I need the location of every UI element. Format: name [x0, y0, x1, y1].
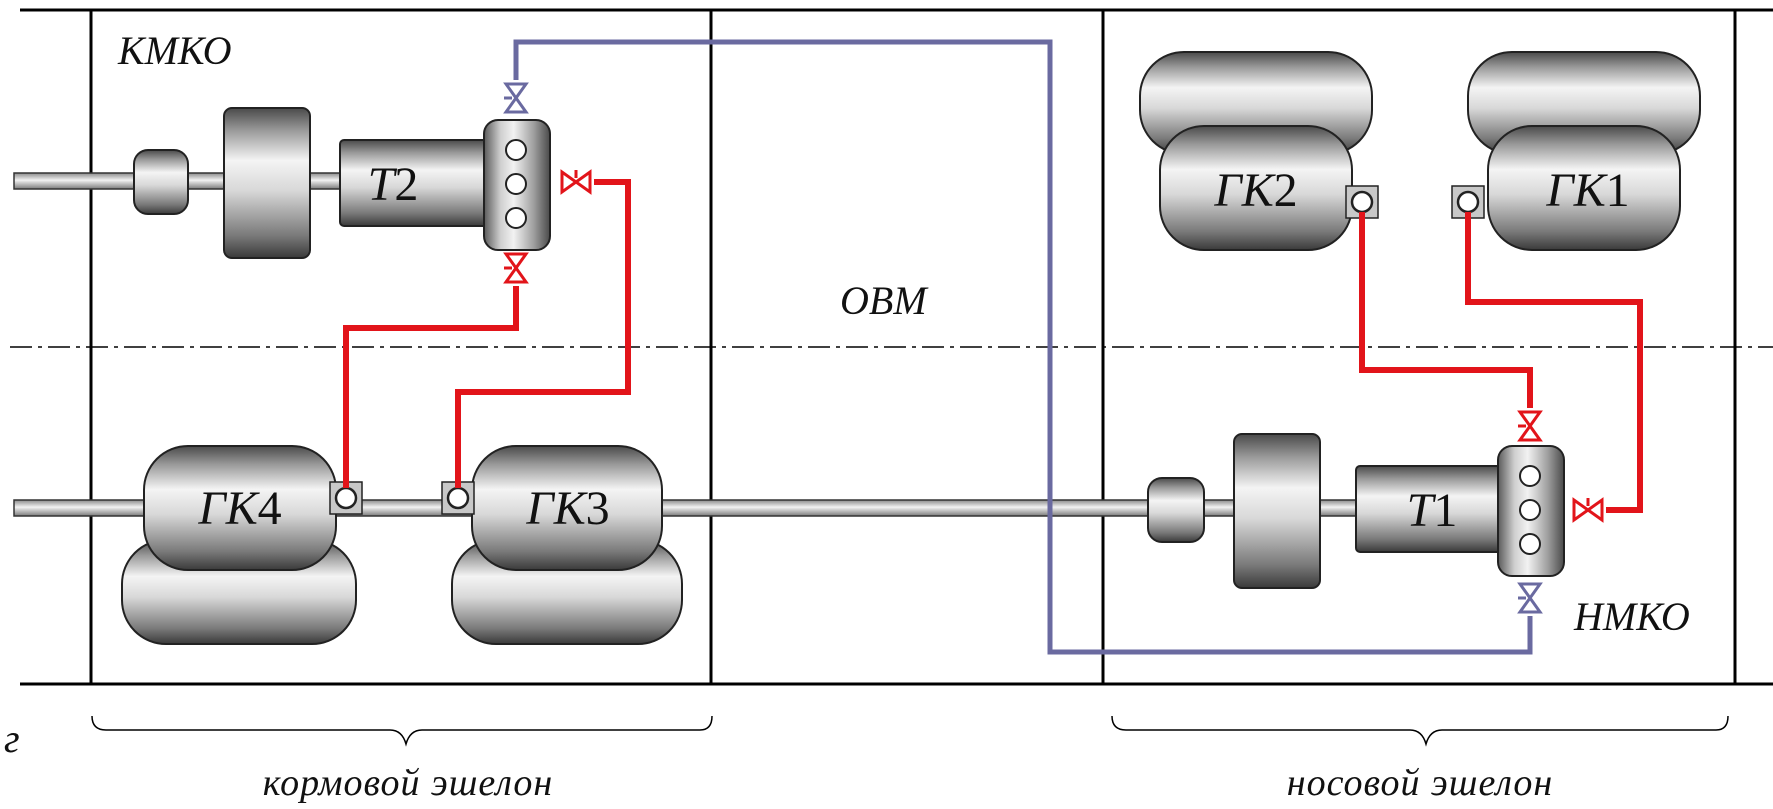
boiler-gk4-outlet [329, 481, 363, 515]
svg-text:ГК1: ГК1 [1545, 164, 1629, 217]
turbine-t1: Т1 [1355, 465, 1509, 553]
boiler-gk1-letters: ГК [1545, 164, 1608, 217]
valve-t1-bottom [1517, 582, 1543, 614]
bow-gearbox [1233, 433, 1321, 589]
boiler-gk2-letters: ГК [1213, 164, 1276, 217]
svg-text:ГК2: ГК2 [1213, 164, 1297, 217]
boiler-gk3-number: 3 [586, 482, 610, 535]
boiler-gk2: ГК2 [1139, 51, 1373, 251]
turbine-t2-manifold [483, 119, 551, 251]
svg-text:Т1: Т1 [1407, 484, 1458, 537]
svg-text:Т2: Т2 [368, 158, 419, 211]
label-bow-echelon: носовой эшелон [1287, 762, 1554, 804]
boiler-gk2-number: 2 [1274, 164, 1298, 217]
boiler-gk2-outlet [1345, 185, 1379, 219]
cross-connection-line [513, 39, 1533, 655]
turbine-t1-letter: Т [1407, 484, 1437, 537]
figure-letter: г [4, 716, 20, 761]
svg-text:ГК4: ГК4 [197, 482, 281, 535]
turbine-t2-letter: Т [368, 158, 398, 211]
boiler-gk1: ГК1 [1467, 51, 1701, 251]
aft-gearbox [223, 107, 311, 259]
valve-t2-top [503, 82, 529, 114]
boiler-gk4: ГК4 [121, 445, 357, 645]
aft-coupling [133, 149, 189, 215]
label-auxiliary-room: ОВМ [840, 278, 929, 323]
turbine-t2: Т2 [339, 139, 491, 227]
bow-echelon-brace [1111, 715, 1729, 747]
bow-coupling [1147, 477, 1205, 543]
boiler-gk4-number: 4 [258, 482, 282, 535]
boiler-gk4-letters: ГК [197, 482, 260, 535]
label-bow-engine-room: НМКО [1573, 594, 1690, 639]
turbine-t1-number: 1 [1433, 484, 1457, 537]
turbine-t2-number: 2 [394, 158, 418, 211]
valve-t2-bottom [503, 252, 529, 284]
turbine-t1-manifold [1497, 445, 1565, 577]
boiler-gk1-number: 1 [1606, 164, 1630, 217]
svg-text:ГК3: ГК3 [525, 482, 609, 535]
boiler-gk3: ГК3 [451, 445, 683, 645]
valve-t1-top [1517, 410, 1543, 442]
boiler-gk3-letters: ГК [525, 482, 588, 535]
valve-t1-side [1572, 497, 1604, 523]
label-aft-engine-room: КМКО [117, 28, 231, 73]
label-aft-echelon: кормовой эшелон [263, 762, 553, 804]
valve-t2-side [560, 169, 592, 195]
aft-echelon-brace [91, 715, 713, 747]
steam-lines [343, 179, 1643, 513]
